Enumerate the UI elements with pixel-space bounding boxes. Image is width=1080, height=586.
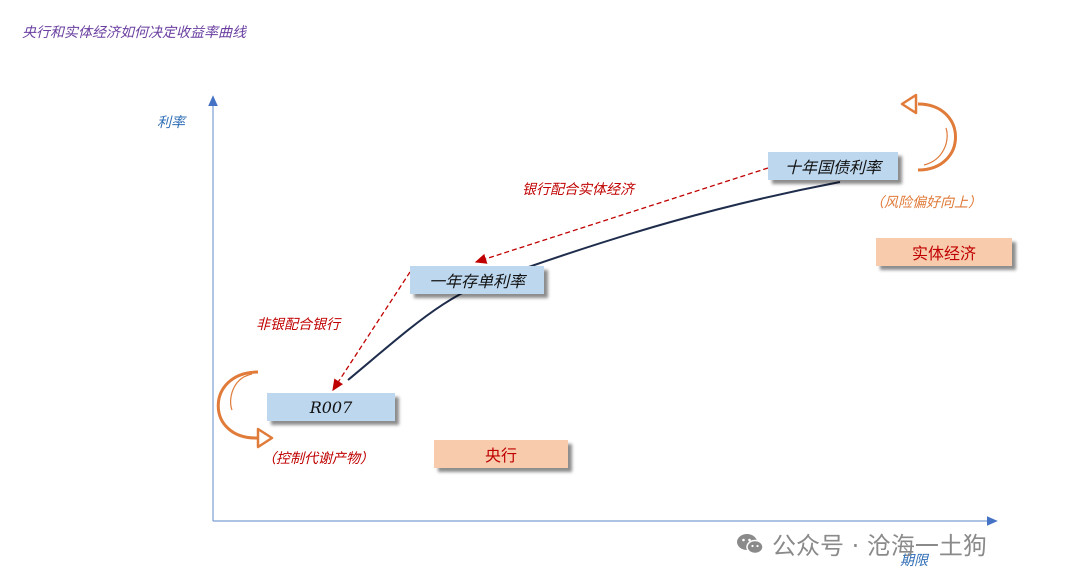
- r007-box: R007: [267, 393, 395, 421]
- cycle-arrow-real-economy: [900, 93, 957, 172]
- note-bank-real-economy: 银行配合实体经济: [522, 182, 634, 198]
- watermark-text: 公众号 · 沧海一土狗: [772, 532, 987, 560]
- central-bank-box: 央行: [434, 440, 568, 468]
- arrow-ten-year-to-one-year: [474, 167, 769, 264]
- x-axis-label: 期限: [900, 553, 928, 569]
- page-title: 央行和实体经济如何决定收益率曲线: [22, 25, 246, 41]
- y-axis-label: 利率: [157, 115, 185, 131]
- note-risk-preference: （风险偏好向上）: [870, 195, 982, 211]
- one-year-cd-box: 一年存单利率: [410, 266, 544, 294]
- arrow-one-year-to-r007: [332, 271, 411, 392]
- cycle-arrow-central-bank: [216, 370, 274, 449]
- ten-year-bond-box: 十年国债利率: [768, 152, 898, 180]
- yield-curve: [347, 181, 841, 381]
- wechat-icon: [736, 532, 764, 556]
- real-economy-box: 实体经济: [876, 238, 1012, 266]
- watermark: 公众号 · 沧海一土狗: [736, 526, 987, 561]
- note-nonbank-bank: 非银配合银行: [256, 317, 340, 333]
- note-control-metabolism: （控制代谢产物）: [262, 451, 374, 467]
